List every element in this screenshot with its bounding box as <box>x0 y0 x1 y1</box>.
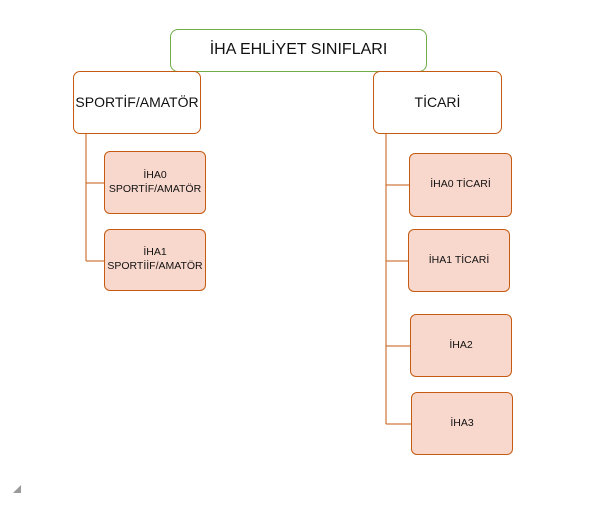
leaf-label: İHA3 <box>450 416 474 429</box>
leaf-label-line1: İHA1 <box>143 246 167 259</box>
branch-node-ticari[interactable]: TİCARİ <box>373 71 502 134</box>
diagram-title: İHA EHLİYET SINIFLARI <box>209 41 388 59</box>
leaf-node-iha1-sportif[interactable]: İHA1 SPORTİİF/AMATÖR <box>104 229 206 291</box>
leaf-node-iha1-ticari[interactable]: İHA1 TİCARİ <box>408 229 510 292</box>
leaf-node-iha3[interactable]: İHA3 <box>411 392 513 455</box>
leaf-node-iha0-sportif[interactable]: İHA0 SPORTİF/AMATÖR <box>104 151 206 214</box>
leaf-label-line1: İHA0 <box>143 168 167 181</box>
branch-node-sportif[interactable]: SPORTİF/AMATÖR <box>73 71 201 134</box>
leaf-label: İHA2 <box>449 338 473 351</box>
leaf-label-line2: SPORTİF/AMATÖR <box>108 182 202 195</box>
leaf-node-iha2[interactable]: İHA2 <box>410 314 512 377</box>
branch-label-ticari: TİCARİ <box>414 94 461 111</box>
diagram-title-node[interactable]: İHA EHLİYET SINIFLARI <box>170 29 427 72</box>
leaf-label-line2: SPORTİİF/AMATÖR <box>107 260 203 272</box>
branch-label-sportif: SPORTİF/AMATÖR <box>75 94 199 111</box>
leaf-label: İHA0 TİCARİ <box>430 178 491 191</box>
leaf-label: İHA1 TİCARİ <box>428 253 490 266</box>
resize-grip-icon[interactable] <box>13 485 21 493</box>
leaf-node-iha0-ticari[interactable]: İHA0 TİCARİ <box>409 153 512 217</box>
